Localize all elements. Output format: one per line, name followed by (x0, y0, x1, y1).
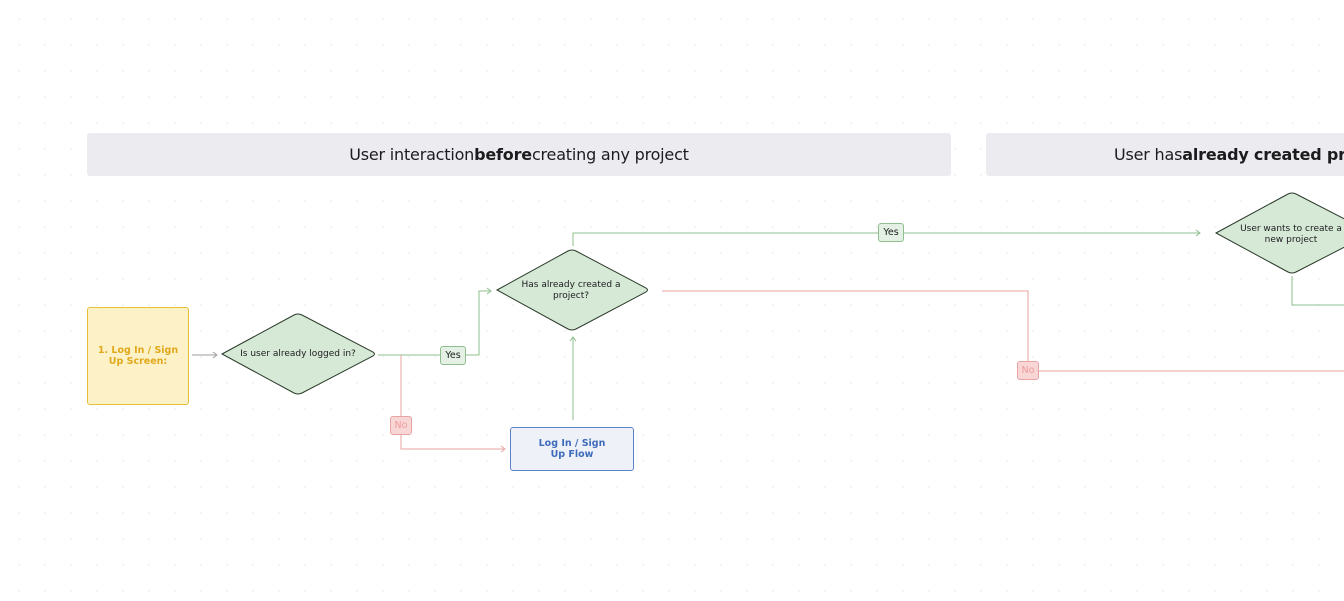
header-before-suffix: creating any project (531, 145, 689, 164)
arrowhead-logged-in (212, 351, 218, 359)
login-signup-screen-node[interactable]: 1. Log In / Sign Up Screen: (87, 307, 189, 405)
decision-create-new-label: User wants to create a new project (1240, 224, 1342, 245)
login-signup-flow-node[interactable]: Log In / Sign Up Flow (510, 427, 634, 471)
decision-created-label: Has already created a project? (521, 280, 621, 301)
decision-create-new-shape (1214, 192, 1344, 274)
connector-logged-in-no (400, 355, 504, 450)
edge-label-yes-logged-in: Yes (440, 346, 466, 365)
connector-create-new-down (1291, 276, 1344, 306)
header-before-bold: before (474, 145, 532, 164)
header-after-prefix: User has (1114, 145, 1183, 164)
decision-logged-in-label: Is user already logged in? (240, 348, 356, 359)
arrowhead-create-new (1195, 229, 1201, 237)
login-signup-flow-label: Log In / Sign Up Flow (538, 438, 606, 460)
edge-label-no-created: No (1017, 361, 1039, 380)
header-after-bold: already created proje (1182, 145, 1344, 164)
connector-created-no (662, 290, 1344, 372)
arrowhead-created-decision (486, 287, 492, 295)
section-header-before-project: User interaction before creating any pro… (87, 133, 951, 176)
arrowhead-up-created (569, 336, 577, 342)
edge-label-yes-created: Yes (878, 223, 904, 242)
header-before-prefix: User interaction (349, 145, 475, 164)
arrowhead-login-flow (500, 445, 506, 453)
login-signup-screen-label: 1. Log In / Sign Up Screen: (97, 345, 179, 367)
decision-created-shape (495, 249, 648, 331)
edge-label-no-logged-in: No (390, 416, 412, 435)
section-header-already-created: User has already created proje (986, 133, 1344, 176)
connector-logged-in-yes (378, 290, 490, 356)
decision-logged-in-shape (220, 313, 375, 395)
connector-created-yes (572, 232, 1199, 246)
